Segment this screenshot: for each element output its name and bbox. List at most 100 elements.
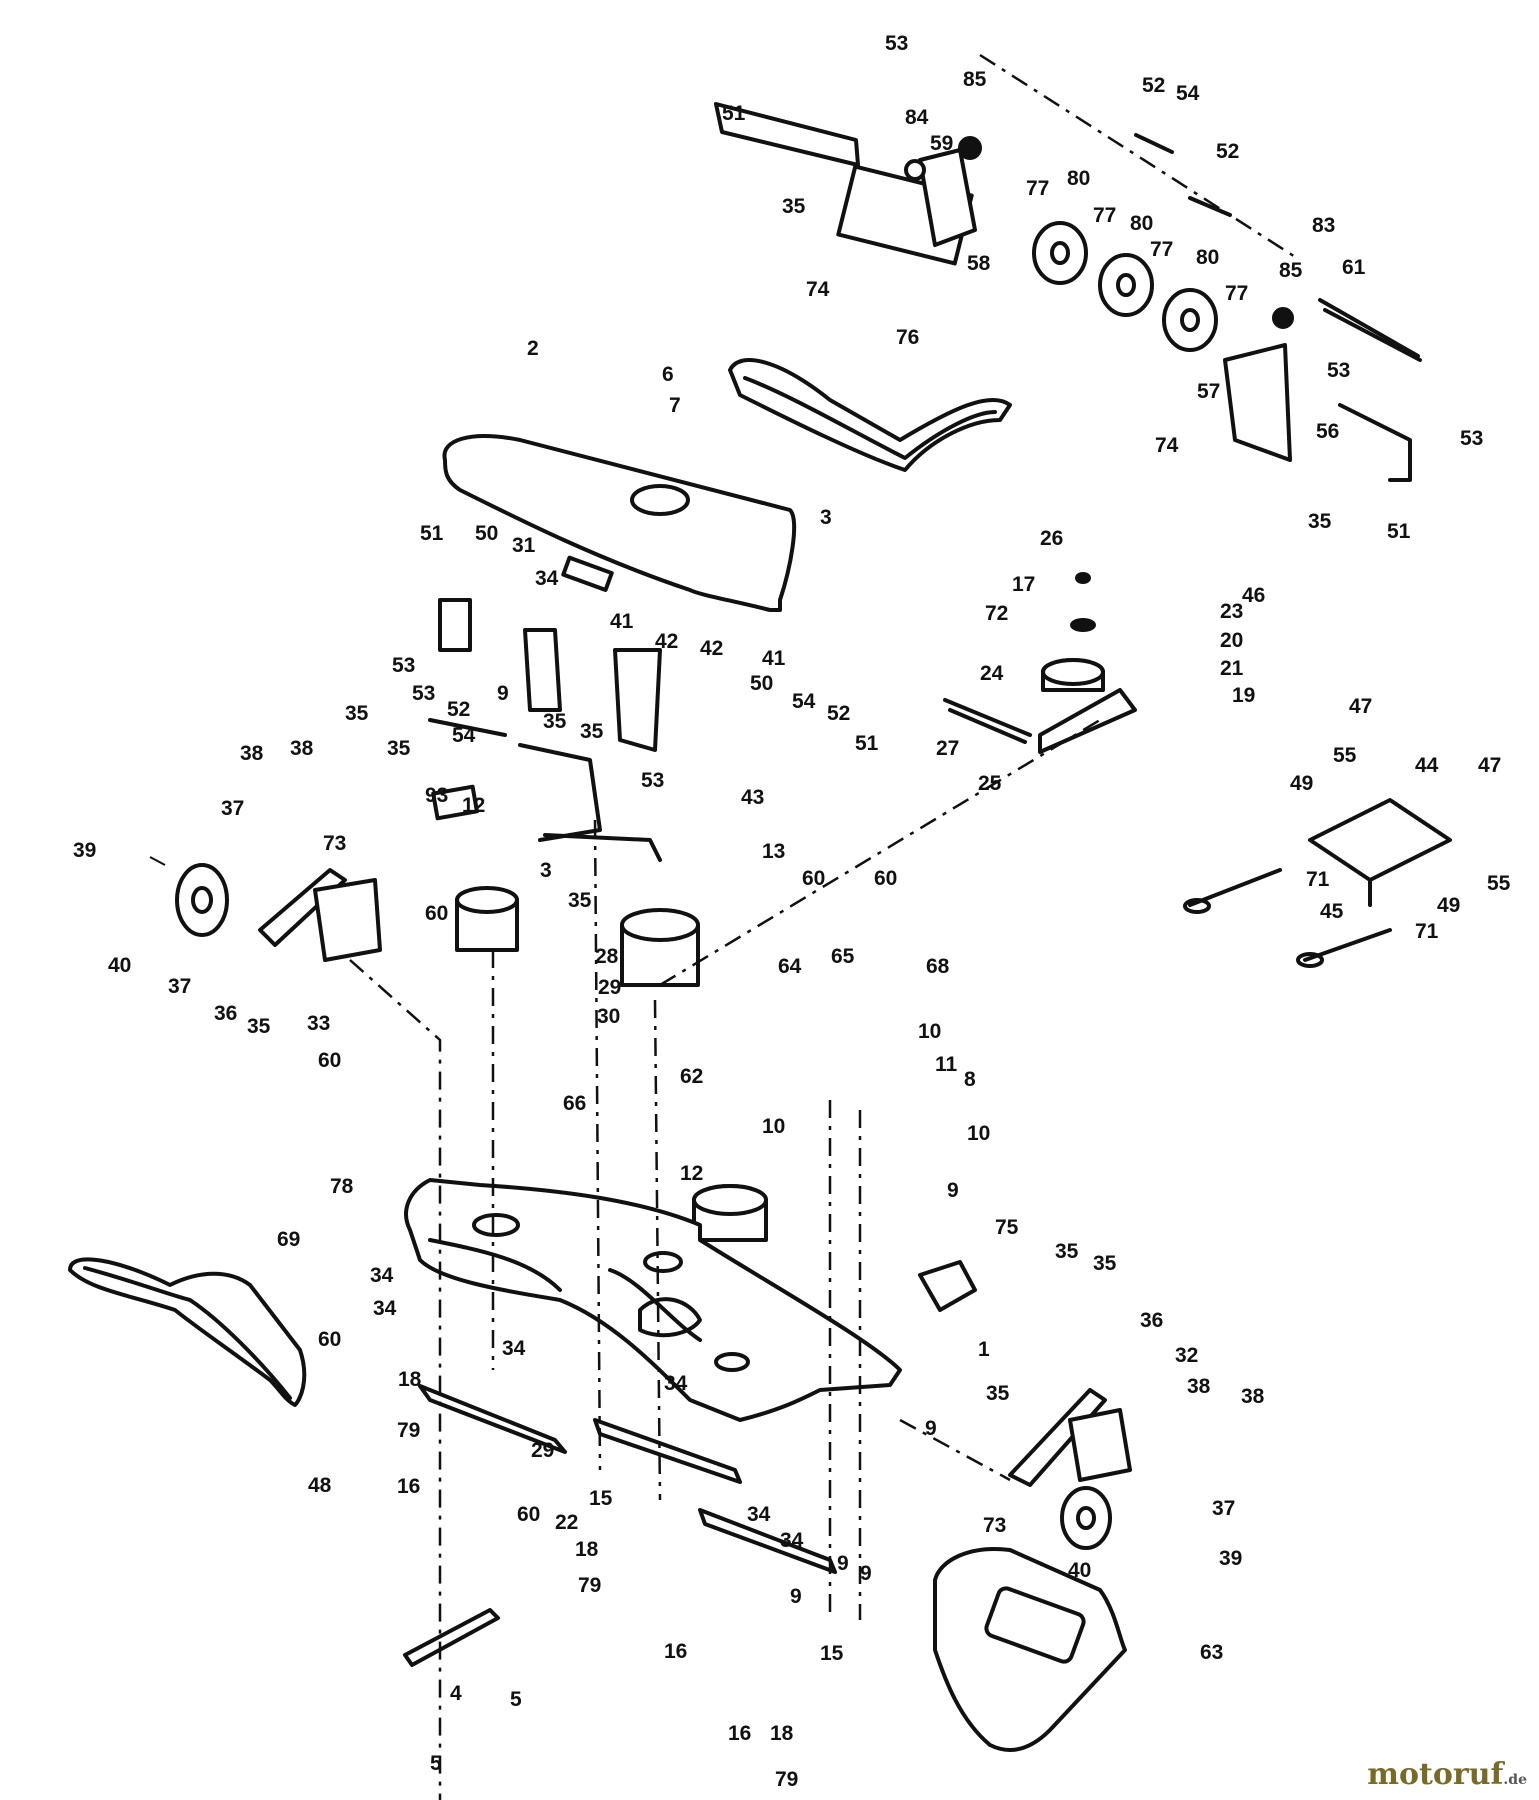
part-callout-78: 78 xyxy=(330,1175,354,1198)
part-callout-16: 16 xyxy=(728,1722,751,1745)
part-callout-60: 60 xyxy=(517,1503,540,1526)
part-callout-63: 63 xyxy=(1200,1641,1223,1664)
part-callout-49: 49 xyxy=(1437,894,1460,917)
part-callout-75: 75 xyxy=(995,1216,1019,1239)
part-callout-10: 10 xyxy=(762,1115,785,1138)
part-callout-53: 53 xyxy=(1460,427,1483,450)
part-callout-29: 29 xyxy=(598,976,621,999)
part-callout-34: 34 xyxy=(747,1503,771,1526)
part-callout-38: 38 xyxy=(1187,1375,1211,1398)
discharge-chute xyxy=(933,1547,1127,1752)
part-callout-60: 60 xyxy=(874,867,897,890)
part-callout-11: 11 xyxy=(935,1053,958,1076)
part-callout-66: 66 xyxy=(563,1092,586,1115)
part-callout-7: 7 xyxy=(669,394,681,417)
part-callout-45: 45 xyxy=(1320,900,1344,923)
part-callout-53: 53 xyxy=(1327,359,1350,382)
part-callout-60: 60 xyxy=(425,902,448,925)
part-callout-53: 53 xyxy=(641,769,664,792)
part-callout-35: 35 xyxy=(543,710,567,733)
part-callout-10: 10 xyxy=(918,1020,941,1043)
belt-cover-top xyxy=(442,434,797,612)
part-callout-21: 21 xyxy=(1220,657,1244,680)
part-callout-38: 38 xyxy=(1241,1385,1265,1408)
part-callout-77: 77 xyxy=(1026,177,1049,200)
part-callout-15: 15 xyxy=(820,1642,844,1665)
part-callout-3: 3 xyxy=(540,859,552,882)
part-callout-51: 51 xyxy=(722,102,746,125)
part-callout-72: 72 xyxy=(985,602,1008,625)
part-callout-32: 32 xyxy=(1175,1344,1198,1367)
part-callout-44: 44 xyxy=(1415,754,1439,777)
right-gauge-wheel-assembly xyxy=(1008,1388,1132,1550)
part-callout-20: 20 xyxy=(1220,629,1243,652)
part-callout-55: 55 xyxy=(1333,744,1357,767)
part-callout-42: 42 xyxy=(655,630,678,653)
part-callout-16: 16 xyxy=(397,1475,420,1498)
part-callout-37: 37 xyxy=(221,797,244,820)
part-callout-47: 47 xyxy=(1478,754,1501,777)
part-callout-73: 73 xyxy=(323,832,346,855)
part-callout-38: 38 xyxy=(240,742,264,765)
part-callout-35: 35 xyxy=(247,1015,271,1038)
part-callout-35: 35 xyxy=(345,702,369,725)
part-callout-57: 57 xyxy=(1197,380,1220,403)
part-callout-33: 33 xyxy=(307,1012,330,1035)
left-gauge-wheel-assembly xyxy=(149,856,382,962)
part-callout-34: 34 xyxy=(535,567,559,590)
part-callout-40: 40 xyxy=(108,954,131,977)
part-callout-10: 10 xyxy=(967,1122,990,1145)
part-callout-35: 35 xyxy=(387,737,411,760)
part-callout-85: 85 xyxy=(963,68,987,91)
part-callout-77: 77 xyxy=(1225,282,1248,305)
part-callout-54: 54 xyxy=(452,724,476,747)
part-callout-60: 60 xyxy=(318,1049,341,1072)
part-callout-76: 76 xyxy=(896,326,919,349)
part-callout-54: 54 xyxy=(1176,82,1200,105)
part-callout-53: 53 xyxy=(412,682,435,705)
part-callout-38: 38 xyxy=(290,737,314,760)
part-callout-34: 34 xyxy=(502,1337,526,1360)
part-callout-18: 18 xyxy=(398,1368,422,1391)
part-callout-49: 49 xyxy=(1290,772,1313,795)
part-callout-24: 24 xyxy=(980,662,1004,685)
part-callout-9: 9 xyxy=(497,682,509,705)
part-callout-5: 5 xyxy=(510,1688,522,1711)
part-callout-19: 19 xyxy=(1232,684,1255,707)
part-callout-8: 8 xyxy=(964,1068,976,1091)
part-callout-30: 30 xyxy=(597,1005,620,1028)
part-callout-40: 40 xyxy=(1068,1559,1091,1582)
part-callout-51: 51 xyxy=(855,732,879,755)
part-callout-54: 54 xyxy=(792,690,816,713)
part-callout-4: 4 xyxy=(450,1682,462,1705)
part-callout-79: 79 xyxy=(397,1419,420,1442)
part-callout-58: 58 xyxy=(967,252,991,275)
part-75-plate xyxy=(918,1260,977,1312)
part-callout-23: 23 xyxy=(1220,600,1243,623)
part-callout-73: 73 xyxy=(983,1514,1006,1537)
part-callout-34: 34 xyxy=(780,1529,804,1552)
part-callout-34: 34 xyxy=(370,1264,394,1287)
part-callout-9: 9 xyxy=(947,1179,959,1202)
part-callout-80: 80 xyxy=(1196,246,1219,269)
part-callout-64: 64 xyxy=(778,955,802,978)
part-callout-84: 84 xyxy=(905,106,929,129)
part-callout-37: 37 xyxy=(1212,1497,1235,1520)
part-callout-9: 9 xyxy=(925,1417,937,1440)
part-callout-35: 35 xyxy=(1093,1252,1117,1275)
part-callout-22: 22 xyxy=(555,1511,578,1534)
part-callout-77: 77 xyxy=(1150,238,1173,261)
part-callout-36: 36 xyxy=(1140,1309,1163,1332)
part-callout-60: 60 xyxy=(318,1328,341,1351)
part-callout-53: 53 xyxy=(392,654,415,677)
part-callout-2: 2 xyxy=(527,337,539,360)
part-callout-60: 60 xyxy=(802,867,825,890)
watermark-logo: motoruf.de xyxy=(1367,1757,1527,1792)
part-callout-26: 26 xyxy=(1040,527,1063,550)
part-callout-55: 55 xyxy=(1487,872,1511,895)
part-callout-37: 37 xyxy=(168,975,191,998)
part-callout-51: 51 xyxy=(420,522,444,545)
left-bracket-assembly xyxy=(428,598,662,862)
